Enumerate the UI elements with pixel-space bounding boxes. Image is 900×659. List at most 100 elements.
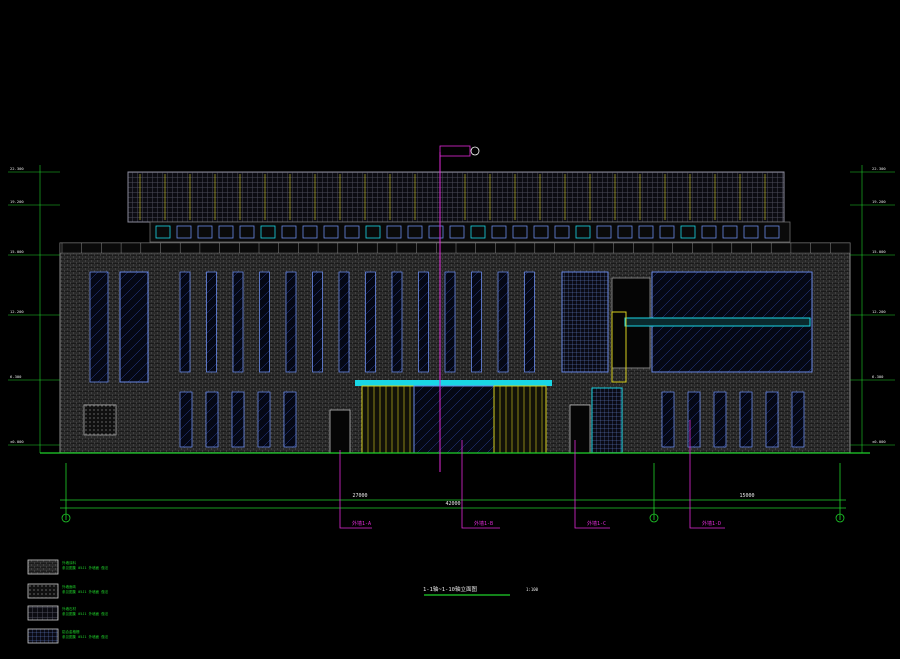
axis-bubble-3 xyxy=(835,513,845,523)
stair-core xyxy=(591,387,623,454)
lower-window xyxy=(205,391,219,448)
parapet-window xyxy=(176,225,192,239)
yellow-stair xyxy=(611,311,627,383)
level-label-left: 22.300 xyxy=(10,166,24,171)
level-label-right: 6.300 xyxy=(872,374,884,379)
parapet-window xyxy=(260,225,276,239)
lower-window xyxy=(739,391,753,448)
level-label-right: ±0.000 xyxy=(872,439,886,444)
drawing-scale: 1:100 xyxy=(526,587,539,592)
parapet-window xyxy=(512,225,528,239)
tall-window xyxy=(497,271,509,373)
legend-spec-1: 参见图集 05J1 外墙面 做法 xyxy=(62,565,109,570)
parapet-window xyxy=(680,225,696,239)
tall-window xyxy=(444,271,456,373)
legend-spec-4: 参见图集 05J1 外墙面 做法 xyxy=(62,634,109,639)
center-tag xyxy=(439,145,471,157)
drawing-title: 1-1轴~1-10轴立面图 xyxy=(423,585,477,593)
legend: 外墙涂料 参见图集 05J1 外墙面 做法 外墙面砖 参见图集 05J1 外墙面… xyxy=(27,559,109,644)
level-label-left: 15.000 xyxy=(10,249,24,254)
parapet-window xyxy=(407,225,423,239)
legend-title-2: 外墙面砖 xyxy=(62,584,76,589)
callout-1: 外墙1-A xyxy=(352,520,371,527)
legend-title-1: 外墙涂料 xyxy=(62,560,76,565)
bottom-dimensions xyxy=(60,463,846,520)
dim-overall: 42000 xyxy=(445,501,460,507)
lower-window xyxy=(257,391,271,448)
parapet-window xyxy=(428,225,444,239)
parapet-band xyxy=(149,221,791,243)
parapet-window xyxy=(554,225,570,239)
lower-window xyxy=(661,391,675,448)
legend-swatch-2 xyxy=(27,583,59,599)
parapet-window xyxy=(365,225,381,239)
tall-window xyxy=(259,271,270,373)
parapet-window xyxy=(197,225,213,239)
parapet-window xyxy=(764,225,780,239)
parapet-window xyxy=(344,225,360,239)
dim-segment-right: 15000 xyxy=(739,493,754,499)
tall-window xyxy=(418,271,429,373)
level-label-left: 12.200 xyxy=(10,309,24,314)
level-label-left: ±0.000 xyxy=(10,439,24,444)
parapet-window xyxy=(281,225,297,239)
level-label-right: 15.000 xyxy=(872,249,886,254)
lower-window xyxy=(765,391,779,448)
legend-title-3: 外墙石材 xyxy=(62,606,76,611)
lower-window xyxy=(283,391,297,448)
lower-window xyxy=(791,391,805,448)
cyan-bridge-band xyxy=(624,317,811,327)
tall-window xyxy=(312,271,323,373)
parapet-window xyxy=(638,225,654,239)
parapet-window xyxy=(701,225,717,239)
parapet-window xyxy=(596,225,612,239)
louver-block xyxy=(83,404,117,436)
side-door-right xyxy=(569,404,591,454)
parapet-window xyxy=(218,225,234,239)
legend-title-4: 铝合金格栅 xyxy=(62,629,80,634)
tall-window xyxy=(471,271,482,373)
parapet-window xyxy=(239,225,255,239)
north-marker xyxy=(470,146,480,156)
axis-bubble-2 xyxy=(649,513,659,523)
parapet-window xyxy=(617,225,633,239)
tall-window xyxy=(232,271,244,373)
entrance xyxy=(355,380,552,454)
legend-spec-3: 参见图集 05J1 外墙面 做法 xyxy=(62,611,109,616)
tall-window xyxy=(179,271,191,373)
parapet-window xyxy=(155,225,171,239)
parapet-window xyxy=(659,225,675,239)
parapet-window xyxy=(302,225,318,239)
callout-2: 外墙1-B xyxy=(474,520,493,527)
callout-3: 外墙1-C xyxy=(587,520,606,527)
left-window-group xyxy=(89,271,149,383)
callout-leaders xyxy=(339,420,725,529)
roof xyxy=(127,171,785,223)
legend-spec-2: 参见图集 05J1 外墙面 做法 xyxy=(62,589,109,594)
parapet-window xyxy=(491,225,507,239)
legend-swatch-3 xyxy=(27,605,59,621)
dim-segment-left: 27000 xyxy=(352,493,367,499)
parapet-window xyxy=(722,225,738,239)
level-label-left: 6.300 xyxy=(10,374,22,379)
parapet-window xyxy=(470,225,486,239)
tall-window xyxy=(391,271,403,373)
side-door-left xyxy=(329,409,351,454)
parapet-window xyxy=(533,225,549,239)
parapet-window xyxy=(386,225,402,239)
lower-window xyxy=(231,391,245,448)
tall-window xyxy=(365,271,376,373)
dimension-strip xyxy=(59,242,851,254)
legend-swatch-1 xyxy=(27,559,59,575)
lower-window xyxy=(179,391,193,448)
lower-window xyxy=(687,391,701,448)
tall-window xyxy=(206,271,217,373)
level-label-right: 12.200 xyxy=(872,309,886,314)
parapet-window xyxy=(323,225,339,239)
parapet-window xyxy=(575,225,591,239)
tall-window xyxy=(524,271,535,373)
legend-swatch-4 xyxy=(27,628,59,644)
lower-window xyxy=(713,391,727,448)
axis-bubble-1 xyxy=(61,513,71,523)
